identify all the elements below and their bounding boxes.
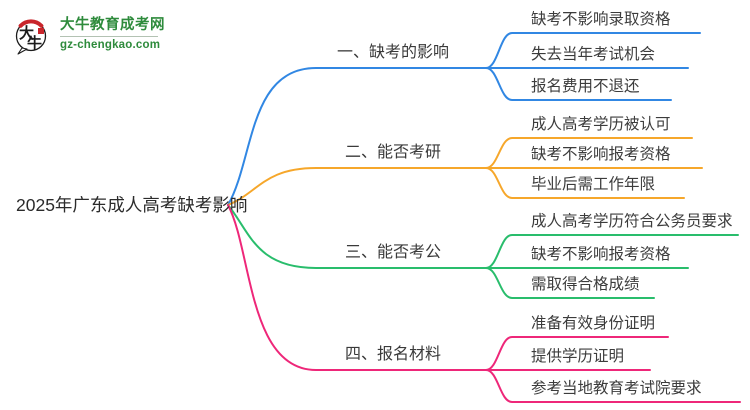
leaf-node: 毕业后需工作年限	[531, 176, 656, 193]
branch-4-fork-bottom	[485, 369, 741, 403]
branch-2-main-line	[227, 167, 487, 206]
branch-2-label: 二、能否考研	[344, 144, 441, 161]
logo-char-top: 大	[19, 24, 34, 42]
branch-4-connector-group	[227, 204, 741, 403]
branch-1-label: 一、缺考的影响	[336, 44, 449, 61]
branch-3-main-line	[227, 204, 487, 269]
leaf-node: 失去当年考试机会	[531, 46, 656, 63]
leaf-node: 成人高考学历符合公务员要求	[531, 213, 733, 230]
branch-4-main-line	[227, 204, 487, 371]
branch-1-fork-bottom	[485, 67, 672, 101]
branch-2-fork-bottom	[485, 167, 685, 199]
root-node-label: 2025年广东成人高考缺考影响	[16, 195, 248, 215]
logo-divider	[60, 36, 158, 37]
branch-4-label: 四、报名材料	[344, 346, 441, 363]
logo-bull-seal-icon: 大 牛	[15, 19, 47, 55]
logo-bubble-tail	[17, 47, 28, 55]
site-url: gz-chengkao.com	[60, 39, 161, 51]
leaf-node: 需取得合格成绩	[531, 276, 640, 293]
branch-1-connector-group	[227, 32, 701, 206]
leaf-node: 报名费用不退还	[531, 78, 640, 95]
leaf-node: 缺考不影响报考资格	[531, 146, 671, 163]
branch-2-fork-top	[485, 137, 693, 169]
branch-1-fork-top	[485, 32, 701, 69]
branch-3-label: 三、能否考公	[344, 244, 441, 261]
leaf-node: 缺考不影响报考资格	[531, 246, 671, 263]
leaf-node: 提供学历证明	[531, 348, 625, 365]
site-name: 大牛教育成考网	[60, 17, 165, 33]
branch-3-fork-top	[485, 234, 739, 269]
leaf-node: 成人高考学历被认可	[531, 116, 671, 133]
leaf-node: 参考当地教育考试院要求	[531, 380, 702, 397]
logo-red-seal	[38, 28, 44, 34]
leaf-node: 缺考不影响录取资格	[531, 11, 671, 28]
leaf-node: 准备有效身份证明	[531, 315, 656, 332]
branch-3-connector-group	[227, 204, 739, 299]
logo-char-bottom: 牛	[27, 34, 42, 52]
logo-red-arc	[18, 19, 44, 28]
site-logo: 大 牛 大牛教育成考网 gz-chengkao.com	[12, 15, 165, 55]
branch-1-main-line	[227, 67, 487, 206]
branch-2-connector-group	[227, 137, 703, 206]
logo-text-block: 大牛教育成考网 gz-chengkao.com	[60, 17, 165, 52]
branch-4-fork-top	[485, 336, 669, 371]
branch-3-fork-bottom	[485, 267, 655, 299]
